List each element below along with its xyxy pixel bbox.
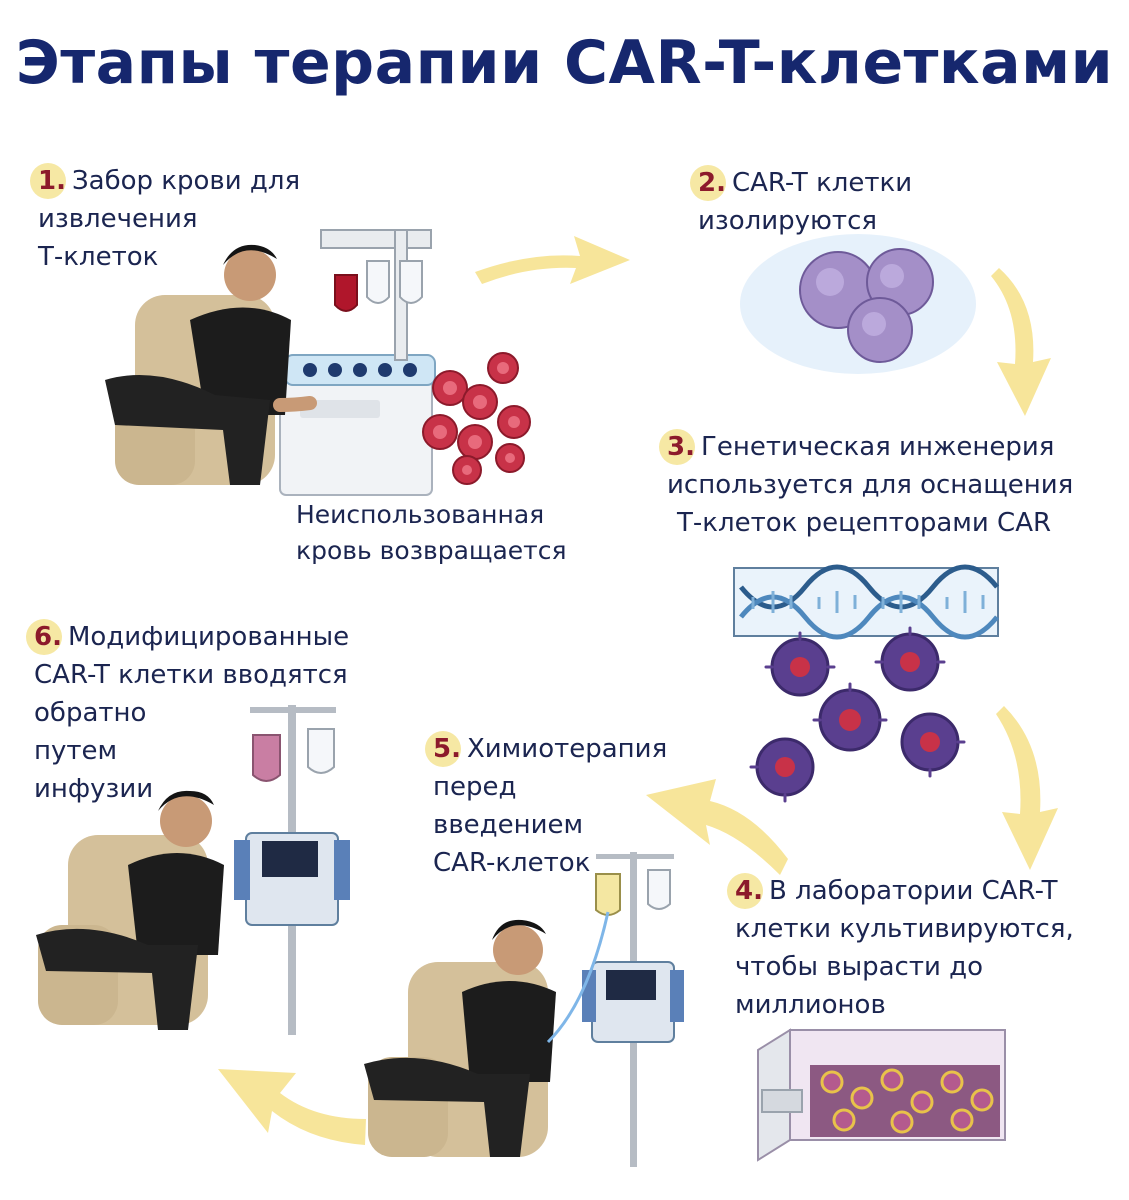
step-4-line-4: миллионов <box>735 990 886 1020</box>
t-cells-icon <box>740 234 976 374</box>
infusion-scene-step-5 <box>364 852 684 1167</box>
step-4-number: 4. <box>727 872 763 910</box>
step-3-line-2: используется для оснащения <box>667 470 1074 500</box>
red-blood-cells-icon <box>422 352 531 485</box>
step-6-number: 6. <box>26 618 62 656</box>
step-3-text: 3.Генетическая инженерия используется дл… <box>659 428 1074 542</box>
step-2-text: 2.CAR-T клетки изолируются <box>690 164 913 240</box>
apheresis-scene <box>105 229 436 496</box>
curved-arrow-icon <box>646 779 788 875</box>
step-6-line-4: путем <box>34 736 118 766</box>
step-5-line-1: Химиотерапия <box>466 734 668 764</box>
step-2-line-2: изолируются <box>698 206 878 236</box>
step-5-line-4: CAR-клеток <box>433 848 591 878</box>
step-2-number: 2. <box>690 164 726 202</box>
step-1-line-2: извлечения <box>38 204 198 234</box>
curved-arrow-icon <box>991 268 1051 416</box>
note-line-1: Неиспользованная <box>296 500 545 529</box>
dna-helix-icon <box>733 564 999 640</box>
note-line-2: кровь возвращается <box>296 536 567 565</box>
step-6-line-5: инфузии <box>34 774 154 804</box>
blood-return-note: Неиспользованная кровь возвращается <box>296 497 567 569</box>
step-1-line-3: Т-клеток <box>38 242 159 272</box>
step-3-number: 3. <box>659 428 695 466</box>
step-4-line-3: чтобы вырасти до <box>735 952 984 982</box>
step-5-number: 5. <box>425 730 461 768</box>
step-4-line-2: клетки культивируются, <box>735 914 1074 944</box>
step-4-text: 4.В лаборатории CAR-T клетки культивирую… <box>727 872 1074 1024</box>
step-2-line-1: CAR-T клетки <box>731 168 913 198</box>
infusion-scene-step-6 <box>36 705 350 1035</box>
step-1-line-1: Забор крови для <box>71 166 301 196</box>
step-5-line-3: введением <box>433 810 584 840</box>
car-t-cells-icon <box>749 626 966 803</box>
step-6-line-1: Модифицированные <box>67 622 350 652</box>
curved-arrow-icon <box>218 1069 366 1145</box>
culture-flask-icon <box>757 1028 1006 1162</box>
step-5-text: 5.Химиотерапия перед введением CAR-клето… <box>425 730 668 882</box>
step-3-line-1: Генетическая инженерия <box>700 432 1055 462</box>
step-6-line-2: CAR-T клетки вводятся <box>34 660 348 690</box>
step-1-text: 1.Забор крови для извлечения Т-клеток <box>30 162 301 276</box>
curved-arrow-icon <box>996 706 1058 870</box>
step-1-number: 1. <box>30 162 66 200</box>
curved-arrow-icon <box>475 236 630 284</box>
step-4-line-1: В лаборатории CAR-T <box>768 876 1058 906</box>
step-5-line-2: перед <box>433 772 517 802</box>
step-3-line-3: Т-клеток рецепторами CAR <box>677 508 1052 538</box>
page-title: Этапы терапии CAR-T-клетками <box>15 28 1114 98</box>
step-6-text: 6.Модифицированные CAR-T клетки вводятся… <box>26 618 350 808</box>
step-6-line-3: обратно <box>34 698 147 728</box>
